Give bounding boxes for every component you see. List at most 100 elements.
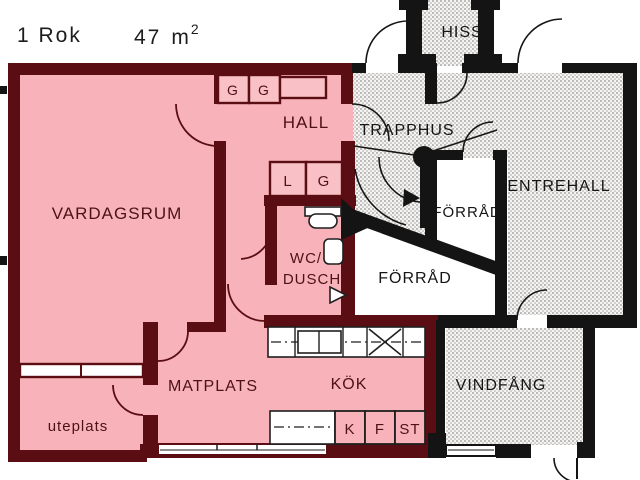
living-room-label: VARDAGSRUM [52,204,183,223]
door-arc-elevator [436,72,468,104]
stair-direction-arrow [403,189,420,207]
wall-segment [214,141,226,332]
wall-wedge [341,198,372,240]
wardrobe-box [304,160,344,198]
shelf-box [278,75,328,100]
elevator-pillar [399,0,428,10]
kitchen-window [157,443,328,456]
kitchen-fixtures [267,326,426,445]
kitchen-label: KÖK [331,375,368,393]
wall-segment [496,444,531,458]
toilet-icon [304,206,342,229]
closet-g3-label: G [318,173,331,190]
wall-segment [428,433,446,458]
plan-title: 1 Rok [17,24,82,47]
wall-segment [265,206,277,285]
elevator-pillar [478,0,494,66]
plan-area: 47 m2 [134,21,201,49]
door-arc-storage-upper [462,121,494,153]
wall-segment [264,195,356,206]
vestibule-floor [446,328,583,445]
fridge-label: K [344,421,355,438]
area-value: 47 [134,26,161,49]
wall-segment [425,150,463,160]
area-unit: m [171,26,191,49]
washbasin-icon [323,238,344,265]
freezer-box [364,410,396,445]
wall-segment [425,73,437,104]
wall-segment [623,63,637,322]
wall-segment [341,63,353,104]
storage-upper-floor [437,160,495,265]
vestibule-label: VINDFÅNG [456,375,547,394]
door-arc-livingroom-dining [157,330,189,362]
wall-segment [583,315,595,458]
spiral-stair-icon [353,129,498,228]
entrance-hall-label: ENTREHALL [507,178,610,195]
common-area-labels: HISS TRAPPHUS ENTREHALL FÖRRÅD FÖRRÅD VI… [359,24,610,394]
wall-segment [264,315,438,328]
apartment-labels: VARDAGSRUM HALL WC/ DUSCH MATPLATS KÖK u… [48,82,420,438]
door-arc-front-door [351,103,390,142]
wall-segment [424,315,438,458]
door-arc-entrancehall-north [517,18,563,64]
wall-segment [143,415,158,452]
cleaning-closet-box [394,410,426,445]
cleaning-label: ST [399,421,420,438]
hall-closets [216,73,344,198]
diagonal-wall [347,208,507,278]
storage-lower-label: FÖRRÅD [378,268,452,287]
elevator-pillar [398,54,436,73]
storage-upper-label: FÖRRÅD [432,203,501,221]
closet-l-label: L [283,173,292,190]
elevator-pillar [406,0,422,66]
storage-lower-floor [355,218,497,315]
elevator-pillar [471,0,500,10]
door-arc-corridor [227,283,266,322]
door-arc-stairwell-north [365,20,409,64]
wall-segment [187,322,226,332]
vestibule-window [445,444,497,457]
wc-label-line1: WC/ [290,250,322,267]
closet-g1-label: G [227,82,239,98]
door-arc-patio [112,384,144,416]
storage-rooms [355,160,497,315]
fridge-box [334,410,366,445]
stove-icon [368,328,402,356]
door-arc-vestibule [516,289,548,321]
door-arcs [112,18,578,480]
wall-segment [143,322,158,385]
door-arc-hall-livingroom [175,103,219,147]
elevator-label: HISS [441,24,482,41]
stairwell-label: TRAPPHUS [359,122,454,139]
hall-label: HALL [283,113,330,132]
wall-segment [8,63,20,462]
neighbor-wall-tick [0,256,7,265]
entrance-hall-floor [437,73,623,315]
wall-segment [436,320,445,447]
wall-segment [495,152,507,328]
wall-segment [8,450,147,462]
wc-label-line2: DUSCH [283,271,341,288]
patio-label: uteplats [48,418,109,435]
wall-segment [562,63,637,73]
shower-icon [329,285,348,305]
dining-label: MATPLATS [168,378,258,395]
closet-g2-label: G [258,82,270,98]
plan-header: 1 Rok 47 m2 [17,21,201,49]
door-arc-building-entry [553,457,571,480]
common-floors [353,0,623,445]
wall-segment [352,63,366,73]
common-walls [352,0,637,458]
freezer-label: F [375,421,385,438]
windows [18,362,497,457]
neighbor-wall-tick [0,86,7,94]
wall-segment [8,63,353,75]
door-arc-wc [240,225,273,260]
area-exponent: 2 [191,21,201,37]
living-room-window [18,362,145,379]
stairwell-floor [353,73,437,246]
elevator-pillar [464,54,502,73]
